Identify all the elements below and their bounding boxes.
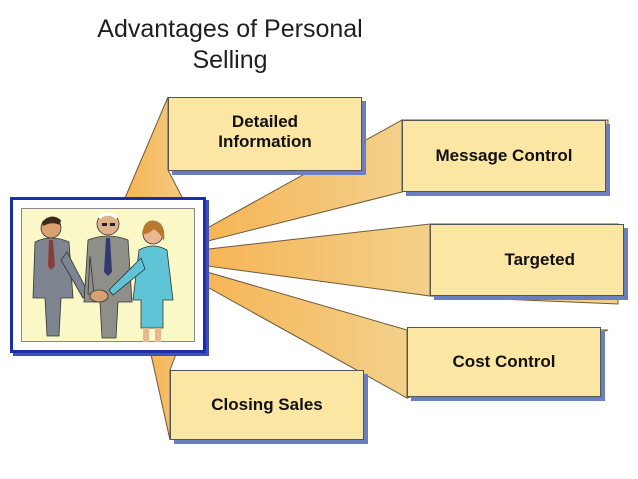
slide-title-line-2: Selling	[192, 46, 268, 74]
slide-title-line-1: Advantages of Personal	[97, 15, 363, 43]
item-cost-control-label: Cost Control	[452, 352, 556, 371]
item-cost-control: Cost Control	[407, 327, 601, 397]
item-closing-sales: Closing Sales	[170, 370, 364, 440]
picture-frame	[10, 197, 206, 353]
item-detailed-information-label: Detailed Information	[218, 112, 312, 152]
item-closing-sales-label: Closing Sales	[211, 395, 323, 414]
handshake	[89, 289, 109, 303]
businessman-middle	[83, 212, 133, 339]
slide-title: Advantages of Personal Selling	[60, 14, 400, 76]
item-message-control-label: Message Control	[435, 146, 573, 165]
item-message-control: Message Control	[402, 120, 606, 192]
businessman-left	[32, 216, 90, 337]
item-detailed-information-line-2: Information	[218, 132, 312, 151]
item-detailed-information: Detailed Information	[168, 97, 362, 171]
business-handshake-illustration	[32, 212, 174, 342]
item-targeted: Targeted	[430, 224, 624, 296]
item-detailed-information-line-1: Detailed	[231, 112, 299, 131]
item-targeted-label: Targeted	[504, 250, 575, 269]
businesswoman-right	[108, 220, 174, 342]
